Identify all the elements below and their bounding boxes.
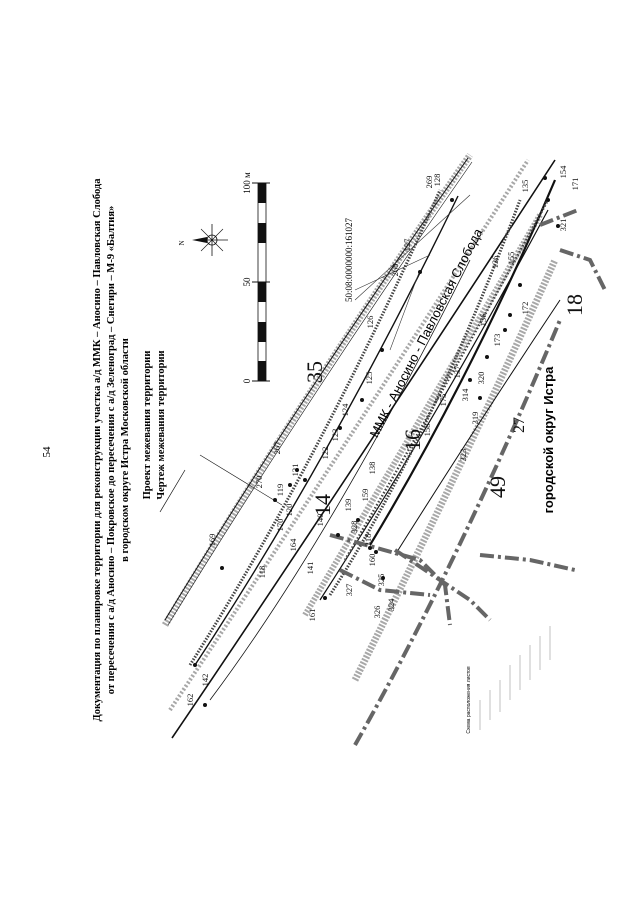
right-of-way-hatch xyxy=(161,153,559,712)
pt-326: 326 xyxy=(372,606,382,619)
pt-169: 169 xyxy=(207,534,217,547)
north-label: N xyxy=(178,240,186,245)
pt-125: 125 xyxy=(364,372,374,385)
inset-sheet-scheme xyxy=(479,626,551,730)
parcel-numbers: 35 14 16 49 27 18 xyxy=(302,294,587,516)
pt-267: 267 xyxy=(272,442,282,455)
pt-323: 323 xyxy=(458,449,468,462)
pt-136: 136 xyxy=(490,256,500,269)
page-number: 54 xyxy=(41,446,53,458)
pt-121: 121 xyxy=(290,464,300,477)
pt-123: 123 xyxy=(330,429,340,442)
title-line-1: Документация по планировке территории дл… xyxy=(92,178,103,722)
pt-155: 155 xyxy=(506,252,516,265)
pt-140: 140 xyxy=(315,514,325,527)
pt-118: 118 xyxy=(257,566,267,578)
pt-171: 171 xyxy=(570,178,580,191)
compass-rose-icon: N xyxy=(178,224,228,256)
pt-270: 270 xyxy=(254,476,264,489)
pt-327: 327 xyxy=(344,584,354,597)
parcel-49: 49 xyxy=(485,476,510,498)
pt-173: 173 xyxy=(492,334,502,347)
inset-label: Схема расположения листов xyxy=(466,666,472,734)
title-line-5: Чертеж межевания территории xyxy=(156,350,167,499)
scale-bar: 0 50 100 м xyxy=(242,172,270,383)
district-borders xyxy=(329,208,607,746)
pt-161: 161 xyxy=(307,609,317,622)
pt-124: 124 xyxy=(340,403,350,417)
pt-137: 137 xyxy=(452,366,462,379)
pt-142: 142 xyxy=(200,674,210,687)
scale-label-100: 100 м xyxy=(242,172,252,194)
pt-325: 325 xyxy=(376,574,386,587)
road-lines xyxy=(164,157,561,739)
pt-268: 268 xyxy=(390,264,400,277)
parcel-35: 35 xyxy=(302,361,327,383)
pt-159: 159 xyxy=(360,489,370,502)
pt-320: 320 xyxy=(476,372,486,385)
pt-135: 135 xyxy=(520,180,530,193)
parcel-27: 27 xyxy=(511,417,528,433)
scale-label-0: 0 xyxy=(242,378,252,383)
pt-164: 164 xyxy=(288,538,298,552)
title-line-2: от пересечения с а/д Аносино – Покровско… xyxy=(106,206,117,695)
boundary-chains xyxy=(188,189,550,666)
pt-175: 175 xyxy=(438,394,448,407)
pt-321: 321 xyxy=(558,219,568,232)
pt-328: 328 xyxy=(349,521,359,534)
point-labels: 269 128 127 268 126 125 124 123 122 121 … xyxy=(185,165,580,707)
pt-158: 158 xyxy=(422,424,432,437)
vertex-points xyxy=(193,176,560,707)
pt-319: 319 xyxy=(470,412,480,425)
pt-172: 172 xyxy=(520,302,530,315)
pt-127: 127 xyxy=(402,239,412,252)
pt-314: 314 xyxy=(460,388,470,402)
pt-318: 318 xyxy=(363,534,373,547)
pt-139: 139 xyxy=(343,499,353,512)
parcel-18: 18 xyxy=(562,294,587,316)
pt-160: 160 xyxy=(367,554,377,567)
pt-138: 138 xyxy=(367,462,377,475)
title-line-3: в городском округе Истра Московской обла… xyxy=(120,338,131,562)
pt-269: 269 xyxy=(424,176,434,189)
parcel-16: 16 xyxy=(400,429,425,451)
pt-141: 141 xyxy=(305,562,315,575)
parcel-14: 14 xyxy=(310,494,335,516)
pt-119: 119 xyxy=(275,484,285,496)
pt-122: 122 xyxy=(320,447,330,460)
pt-324: 324 xyxy=(386,598,396,612)
pt-162: 162 xyxy=(185,694,195,707)
pt-156: 156 xyxy=(478,314,488,327)
cadastral-number: 50:08:0000000:161027 xyxy=(344,218,354,303)
scale-label-50: 50 xyxy=(242,277,252,287)
pt-120: 120 xyxy=(284,504,294,517)
district-label: городской округ Истра xyxy=(541,366,556,513)
pt-128: 128 xyxy=(432,174,442,187)
pt-154: 154 xyxy=(558,165,568,179)
pt-170: 170 xyxy=(275,519,285,532)
pt-126: 126 xyxy=(365,316,375,329)
title-line-4: Проект межевания территории xyxy=(142,351,153,500)
